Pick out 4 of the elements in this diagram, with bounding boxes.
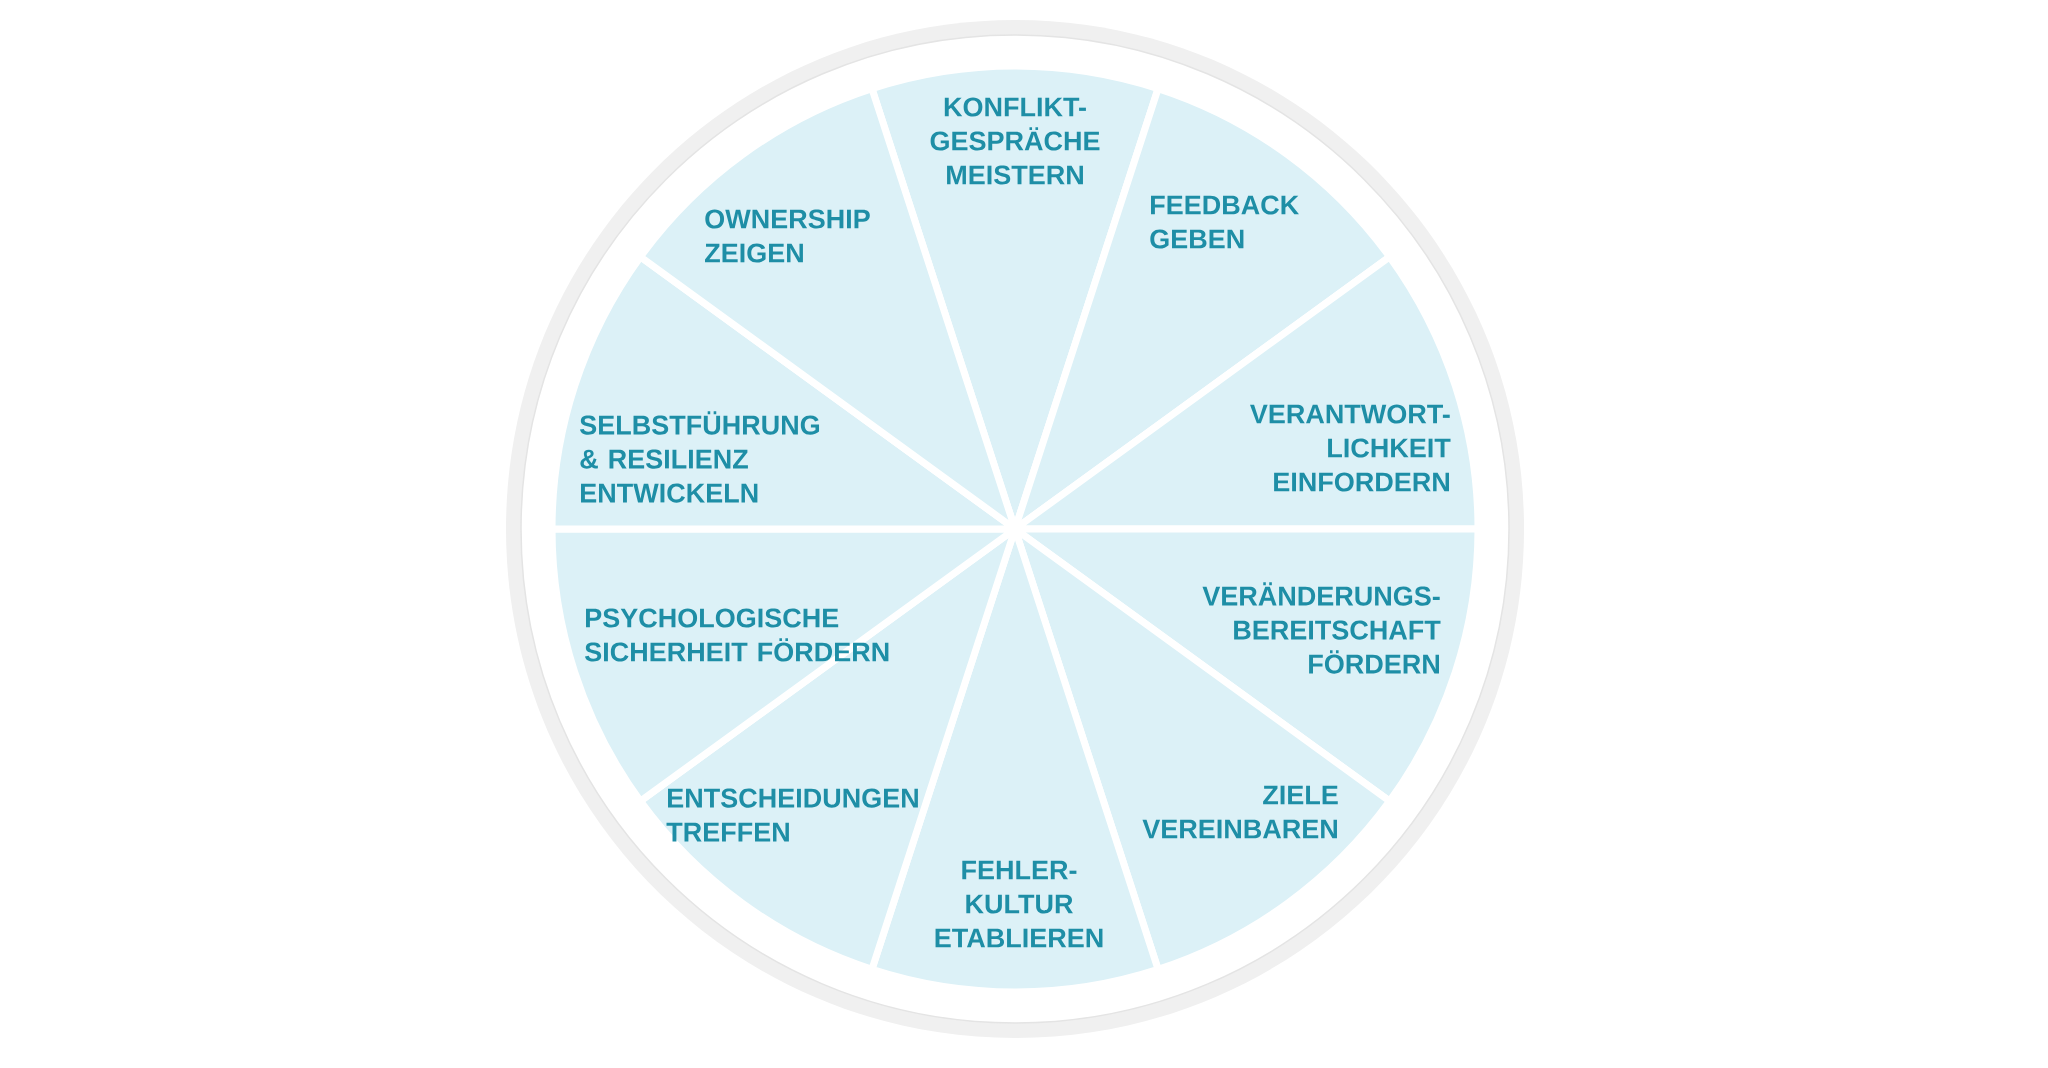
node-label: ZIELE VEREINBAREN bbox=[1142, 785, 1338, 839]
node-label: ENTSCHEIDUNGEN TREFFEN bbox=[666, 788, 918, 842]
wheel-segment: VERANTWORT-LICHKEIT EINFORDERN bbox=[1011, 253, 1482, 533]
node-label: FEHLER-KULTUR ETABLIEREN bbox=[935, 860, 1103, 948]
